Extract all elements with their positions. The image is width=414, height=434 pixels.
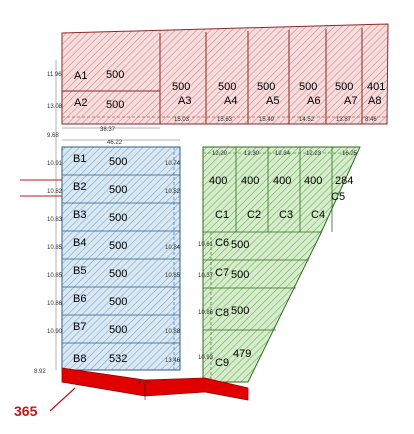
zone-b [61, 146, 181, 371]
dimension-b6-left: 10.86 [47, 301, 63, 307]
callout-leader [49, 387, 76, 412]
lot-label-c7: C7 [215, 267, 229, 279]
dimension-b5-left: 10.85 [47, 273, 63, 279]
lot-label-b1: B1 [73, 153, 86, 165]
lot-label-b5: B5 [73, 265, 86, 277]
dimension-b4-left: 10.85 [47, 245, 63, 251]
dimension-b4-right: 10.84 [165, 245, 181, 251]
lot-label-c4: C4 [311, 209, 325, 221]
lot-area-a2: 500 [106, 99, 124, 111]
dimension-road-width: 6.00 [138, 380, 150, 386]
lot-label-c5: C5 [331, 191, 345, 203]
lot-label-a7: A7 [344, 95, 357, 107]
road-strip [61, 367, 249, 401]
dimension-b1-right: 10.74 [165, 161, 181, 167]
dimension-c1-top: 12.20 [212, 151, 228, 157]
dimension-a-width: 38.37 [100, 127, 116, 133]
dimension-a3-front: 15.03 [174, 117, 190, 123]
dimension-a8-front: 8.46 [365, 117, 377, 123]
dimension-b5-right: 10.85 [165, 273, 181, 279]
dimension-b8-left: 8.92 [34, 369, 46, 375]
lot-label-a6: A6 [307, 95, 320, 107]
lot-label-b3: B3 [73, 209, 86, 221]
lot-label-b7: B7 [73, 321, 86, 333]
lot-label-b4: B4 [73, 237, 86, 249]
lot-area-b6: 500 [109, 296, 127, 308]
lot-label-a3: A3 [178, 95, 191, 107]
lot-area-c7: 500 [231, 269, 249, 281]
lot-label-c9: C9 [215, 357, 229, 369]
lot-area-b3: 500 [109, 212, 127, 224]
lot-label-b2: B2 [73, 181, 86, 193]
dimension-c2-top: 12.30 [244, 151, 260, 157]
lot-label-c2: C2 [247, 209, 261, 221]
dimension-b-width: 46.22 [107, 140, 123, 146]
zone-c [202, 146, 361, 383]
lot-area-a6: 500 [299, 81, 317, 93]
lot-area-b1: 500 [109, 156, 127, 168]
lot-area-c3: 400 [273, 175, 291, 187]
lot-area-c8: 500 [231, 305, 249, 317]
lot-label-a2: A2 [74, 97, 87, 109]
lot-area-b2: 500 [109, 184, 127, 196]
dimension-a5-front: 15.49 [259, 117, 275, 123]
lot-label-c3: C3 [279, 209, 293, 221]
dimension-c5-top: 16.25 [342, 151, 358, 157]
lot-area-b7: 500 [109, 324, 127, 336]
lot-label-c6: C6 [215, 237, 229, 249]
lot-label-b6: B6 [73, 293, 86, 305]
dimension-b8-right: 13.46 [165, 358, 181, 364]
dimension-b2-left: 10.82 [47, 189, 63, 195]
lot-area-a8: 401 [367, 81, 385, 93]
dimension-a-left-bottom: 13.08 [47, 104, 63, 110]
lot-area-a3: 500 [172, 81, 190, 93]
callout-label: 365 [14, 403, 38, 419]
dimension-c9-left: 10.93 [198, 355, 214, 361]
lot-label-c1: C1 [215, 209, 229, 221]
lot-area-a4: 500 [218, 81, 236, 93]
dimension-c8-left: 10.86 [198, 310, 214, 316]
lot-label-c8: C8 [215, 307, 229, 319]
dimension-a-left-top: 11.96 [47, 72, 62, 78]
dimension-c3-top: 12.34 [275, 151, 291, 157]
lot-area-c1: 400 [209, 175, 227, 187]
zone-a [61, 23, 389, 125]
dimension-c4-top: 12.23 [306, 151, 322, 157]
dimension-a6-front: 14.52 [299, 117, 315, 123]
lot-area-b8: 532 [109, 353, 127, 365]
lot-area-c4: 400 [304, 175, 322, 187]
dimension-b2-right: 10.82 [165, 189, 181, 195]
lot-area-b4: 500 [109, 240, 127, 252]
lot-area-a7: 500 [335, 81, 353, 93]
lot-area-c9: 479 [233, 348, 251, 360]
lot-label-a8: A8 [368, 95, 381, 107]
dimension-b7-left: 10.90 [47, 329, 63, 335]
lot-label-a1: A1 [74, 70, 87, 82]
dimension-gap-left: 9.68 [47, 133, 59, 139]
lot-area-a5: 500 [257, 81, 275, 93]
lot-area-a1: 500 [106, 69, 124, 81]
lot-label-b8: B8 [73, 353, 86, 365]
lot-area-c2: 400 [241, 175, 259, 187]
lot-area-b5: 500 [109, 268, 127, 280]
dimension-a7-front: 13.87 [336, 117, 352, 123]
lot-area-c6: 500 [231, 239, 249, 251]
dimension-b7-right: 10.88 [165, 329, 181, 335]
dimension-a4-front: 15.63 [217, 117, 233, 123]
dimension-b1-left: 10.91 [47, 161, 63, 167]
lot-label-a5: A5 [266, 95, 279, 107]
dimension-b3-left: 10.83 [47, 217, 63, 223]
lot-area-c5: 284 [335, 175, 353, 187]
dimension-c7-left: 10.37 [198, 273, 214, 279]
lot-label-a4: A4 [224, 95, 237, 107]
dimension-c6-left: 10.61 [198, 242, 214, 248]
